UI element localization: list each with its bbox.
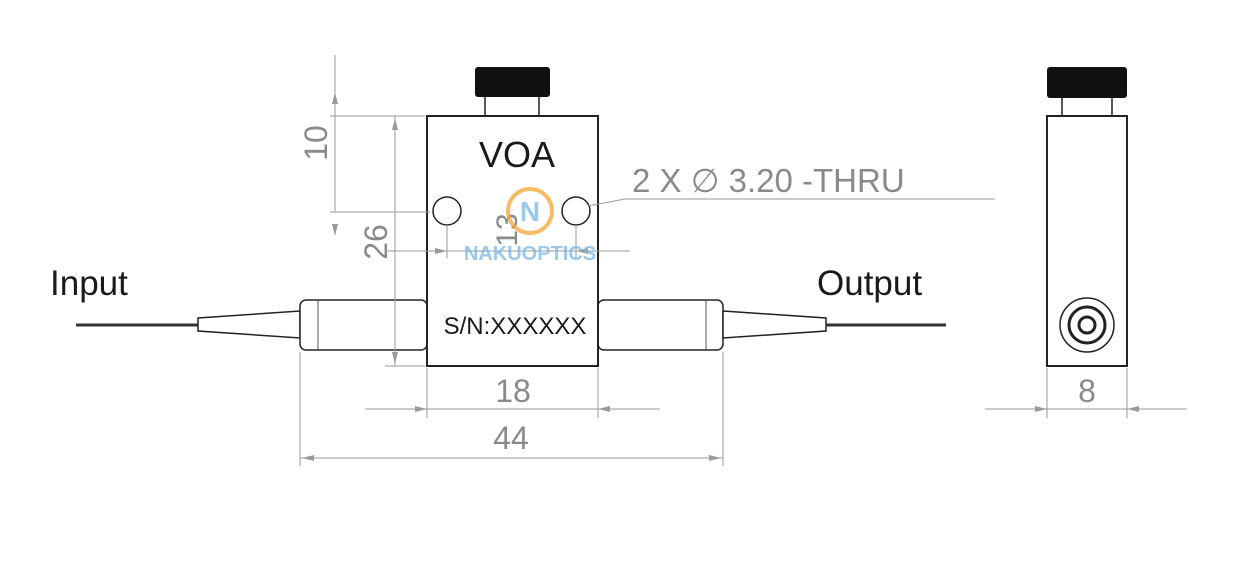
- adjustment-screw-stem: [484, 95, 540, 117]
- dimension-44-label: 44: [493, 420, 529, 456]
- hole-callout-label: 2 X ∅ 3.20 -THRU: [632, 162, 905, 199]
- dimension-8-label: 8: [1078, 373, 1096, 409]
- serial-number: S/N:XXXXXX: [444, 313, 587, 340]
- input-label: Input: [50, 264, 128, 303]
- dimension-side-width: 8: [985, 368, 1187, 418]
- adjustment-knob: [475, 67, 550, 97]
- output-sleeve: [597, 299, 724, 351]
- mounting-hole-left: [432, 196, 462, 226]
- output-label: Output: [817, 264, 922, 303]
- dimension-18-label: 18: [495, 373, 531, 409]
- watermark-text: NAKUOPTICS: [464, 243, 596, 265]
- output-boot: [722, 310, 827, 339]
- side-view: [1046, 67, 1128, 367]
- watermark-logo-letter: N: [520, 196, 540, 227]
- dimension-26-label: 26: [358, 224, 394, 260]
- mounting-hole-right: [561, 196, 591, 226]
- side-knob-stem: [1061, 95, 1113, 117]
- component-name: VOA: [479, 134, 555, 175]
- nakuoptics-watermark: N NAKUOPTICS: [464, 187, 596, 265]
- input-sleeve: [299, 299, 428, 351]
- side-knob: [1047, 67, 1127, 98]
- fiber-port-core: [1077, 315, 1097, 335]
- hole-callout: 2 X ∅ 3.20 -THRU: [587, 162, 995, 207]
- dimension-height-body: 26: [358, 116, 425, 367]
- dimension-height-top: 10: [298, 55, 430, 236]
- watermark-logo-ring: [506, 187, 554, 235]
- dimension-10-label: 10: [298, 125, 334, 161]
- input-boot: [197, 310, 301, 339]
- voa-body: [426, 115, 599, 367]
- dimension-total-length: 44: [299, 352, 724, 466]
- dimension-body-width: 18: [365, 368, 660, 418]
